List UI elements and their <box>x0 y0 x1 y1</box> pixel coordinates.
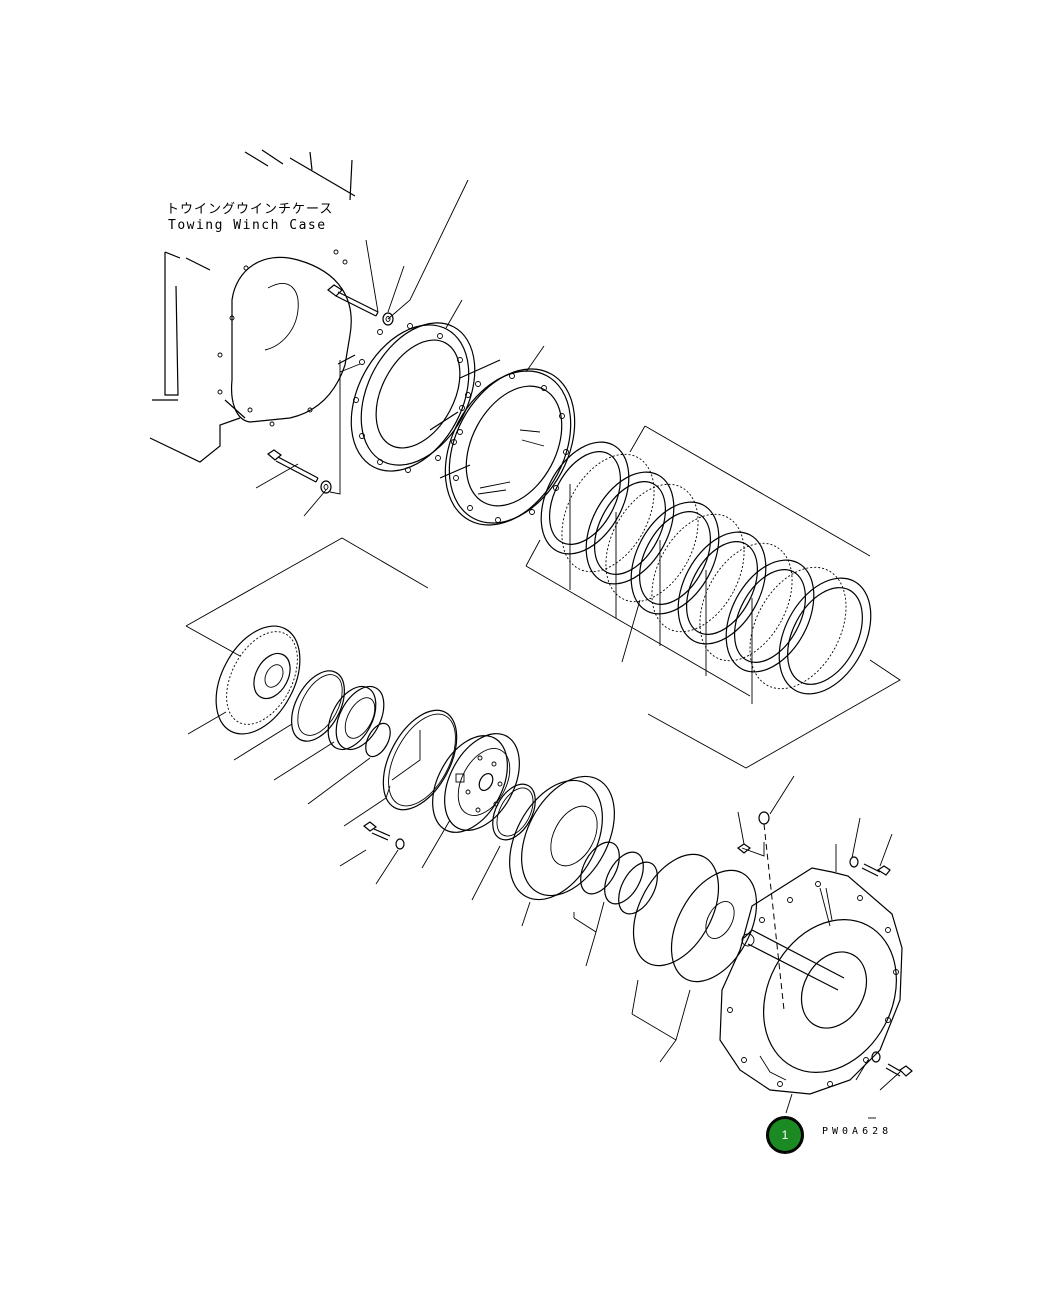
seal-ring-large <box>382 709 458 811</box>
upper-bolt <box>327 284 379 317</box>
bearing <box>327 685 385 751</box>
snap-ring-1 <box>291 670 345 742</box>
towing-winch-case <box>149 149 356 463</box>
lower-bolt <box>267 449 319 483</box>
small-washer <box>395 838 405 850</box>
seal-rings <box>580 841 658 915</box>
part-callout-number: 1 <box>781 1128 789 1142</box>
case-label-english: Towing Winch Case <box>168 218 327 233</box>
drawing-id: PW0A628 <box>822 1126 893 1137</box>
leader-lines <box>185 179 901 1119</box>
lower-washer <box>320 480 332 494</box>
hidden-line <box>763 823 785 1011</box>
piston <box>509 775 615 901</box>
flange-ring <box>350 322 476 473</box>
case-label-japanese: トウイングウインチケース <box>166 202 334 217</box>
planet-carrier <box>215 625 301 735</box>
part-callout-1[interactable]: 1 <box>766 1116 804 1154</box>
o-ring <box>492 783 536 841</box>
snap-ring-2 <box>365 722 391 758</box>
cover-housing <box>719 867 903 1095</box>
pressure-plates <box>632 853 758 983</box>
piston-hub <box>432 733 520 833</box>
clutch-plate-stack <box>540 441 872 695</box>
small-bolt <box>362 821 391 841</box>
clutch-drum <box>429 359 576 526</box>
cover-bolts <box>736 811 913 1077</box>
upper-washer <box>382 312 394 326</box>
